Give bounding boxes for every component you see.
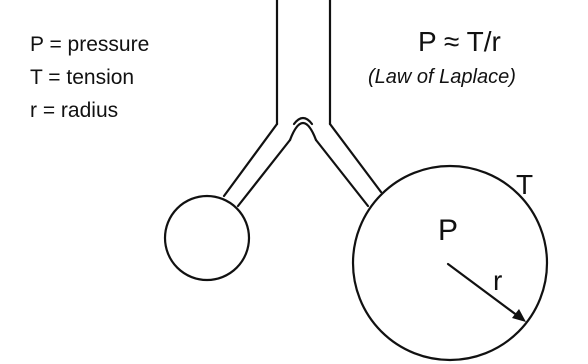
- radius-arrow: [446, 262, 524, 321]
- legend-radius: r = radius: [30, 99, 119, 122]
- small-branch-inner-wall: [236, 138, 292, 208]
- small-alveolus: [163, 194, 251, 282]
- pressure-symbol: P: [438, 214, 458, 247]
- legend-pressure: P = pressure: [30, 33, 150, 56]
- small-branch-outer-wall: [222, 122, 279, 198]
- law-of-laplace-label: (Law of Laplace): [368, 66, 516, 88]
- large-branch-outer-wall: [328, 122, 383, 194]
- radius-symbol: r: [493, 265, 502, 296]
- large-branch-inner-wall: [314, 138, 370, 208]
- laplace-equation: P ≈ T/r: [418, 26, 501, 57]
- radius-arrowhead: [512, 309, 526, 322]
- legend: P = pressure T = tension r = radius: [30, 28, 149, 127]
- bifurcation-inner-arc: [292, 116, 314, 126]
- large-alveolus: [351, 164, 549, 362]
- tension-symbol: T: [516, 169, 533, 200]
- bifurcation-arc: [288, 121, 318, 142]
- legend-tension: T = tension: [30, 66, 135, 89]
